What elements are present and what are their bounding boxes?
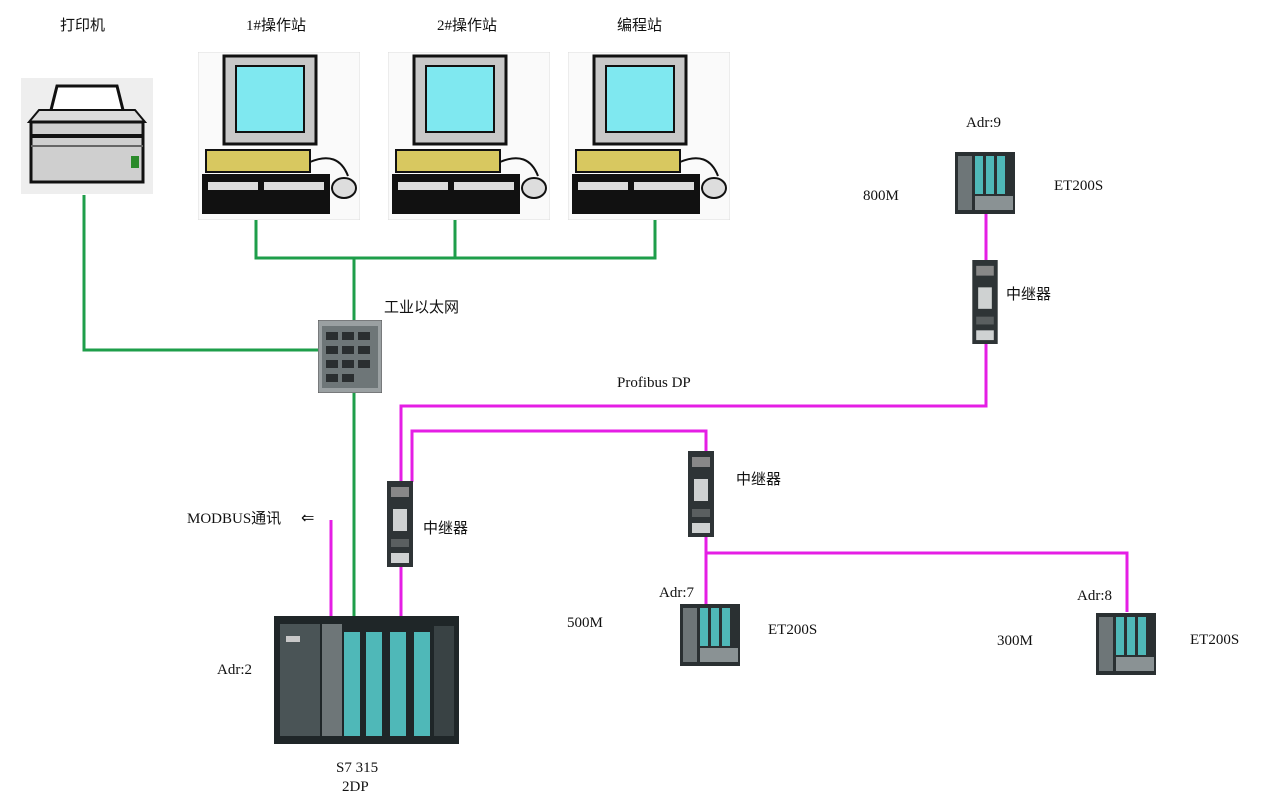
workstation-2[interactable] — [388, 52, 550, 220]
profibus-label: Profibus DP — [617, 375, 691, 391]
et200s-icon — [1096, 613, 1156, 675]
station1-label: 1#操作站 — [246, 18, 307, 34]
repeater-middle[interactable] — [686, 451, 716, 537]
modbus-arrow-icon: ⇐ — [301, 508, 315, 527]
workstation-1[interactable] — [198, 52, 360, 220]
et200s-adr7-label: ET200S — [768, 622, 818, 638]
modbus-label: MODBUS通讯 — [187, 511, 282, 527]
adr7-label: Adr:7 — [659, 585, 694, 601]
plc-s7-315[interactable] — [274, 616, 459, 744]
repeater-icon — [387, 481, 413, 567]
distance-500m-label: 500M — [567, 615, 603, 631]
et200s-icon — [955, 152, 1015, 214]
ethernet-switch[interactable] — [318, 320, 382, 393]
adr9-label: Adr:9 — [966, 115, 1001, 131]
adr8-label: Adr:8 — [1077, 588, 1112, 604]
ethernet-switch-icon — [318, 320, 382, 393]
programming-station-label: 编程站 — [617, 18, 663, 34]
et200s-adr7[interactable] — [680, 604, 740, 666]
repeater-middle-label: 中继器 — [736, 472, 782, 488]
workstation-icon — [568, 52, 730, 220]
plc-model-label-line1: S7 315 — [336, 760, 379, 776]
plc-icon — [274, 616, 459, 744]
workstation-icon — [388, 52, 550, 220]
profibus-line-to-et200s-7-8 — [704, 537, 1129, 612]
printer[interactable] — [21, 78, 153, 194]
repeater-icon — [688, 451, 714, 537]
repeater-left-label: 中继器 — [423, 521, 469, 537]
programming-station[interactable] — [568, 52, 730, 220]
repeater-icon — [972, 260, 998, 344]
workstation-icon — [198, 52, 360, 220]
distance-300m-label: 300M — [997, 633, 1033, 649]
station2-label: 2#操作站 — [437, 18, 498, 34]
ethernet-lines — [82, 195, 657, 617]
profibus-lines — [329, 213, 1129, 617]
plc-model-label-line2: 2DP — [342, 779, 369, 795]
et200s-adr8-label: ET200S — [1190, 632, 1240, 648]
printer-icon — [21, 78, 153, 194]
ethernet-label: 工业以太网 — [384, 300, 460, 316]
profibus-line-to-mid-repeater — [410, 429, 708, 482]
et200s-icon — [680, 604, 740, 666]
repeater-remote[interactable] — [970, 260, 1000, 344]
printer-label: 打印机 — [60, 18, 106, 34]
repeater-remote-label: 中继器 — [1006, 287, 1052, 303]
et200s-adr9-label: ET200S — [1054, 178, 1104, 194]
et200s-adr9[interactable] — [955, 152, 1015, 214]
adr2-label: Adr:2 — [217, 662, 252, 678]
printer-ethernet-line — [82, 195, 320, 352]
repeater-left[interactable] — [385, 481, 415, 567]
ethernet-bus-line — [254, 219, 657, 322]
et200s-adr8[interactable] — [1096, 613, 1156, 675]
profibus-line-to-remote-repeater — [399, 343, 988, 482]
distance-800m-label: 800M — [863, 188, 899, 204]
